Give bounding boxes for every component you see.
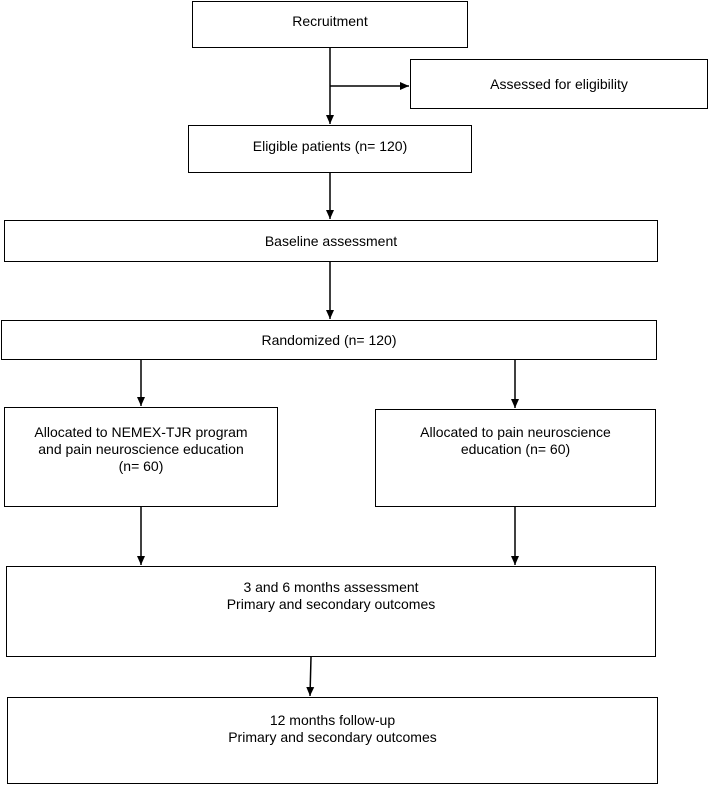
node-eligible-text: Eligible patients (n= 120) [252,137,408,154]
node-followup-line-1: 12 months follow-up [269,712,396,728]
node-baseline-text: Baseline assessment [264,232,398,249]
node-baseline-assessment: Baseline assessment [4,220,658,262]
node-assessment-line-1: 3 and 6 months assessment [243,579,419,595]
node-3-and-6-months-assessment: 3 and 6 months assessment Primary and se… [6,566,656,657]
node-recruitment: Recruitment [192,1,468,48]
node-12-months-follow-up: 12 months follow-up Primary and secondar… [7,697,658,784]
node-allocated-pne-line-1: Allocated to pain neuroscience [420,424,611,440]
node-recruitment-text: Recruitment [292,13,368,29]
edge-assessment-to-followup [306,656,315,697]
node-randomized-text: Randomized (n= 120) [261,331,397,348]
node-assessed-for-eligibility: Assessed for eligibility [410,59,708,109]
node-eligible-patients: Eligible patients (n= 120) [188,125,472,173]
node-allocated-pne: Allocated to pain neuroscience education… [375,409,656,507]
node-allocated-nemex-line-1: Allocated to NEMEX-TJR program [34,424,248,440]
node-allocated-nemex-line-3: (n= 60) [118,458,164,474]
node-assessed-text: Assessed for eligibility [490,75,628,92]
node-randomized: Randomized (n= 120) [1,320,657,360]
node-assessment-line-2: Primary and secondary outcomes [226,596,436,612]
node-allocated-nemex-line-2: and pain neuroscience education [38,441,244,457]
node-followup-line-2: Primary and secondary outcomes [228,729,437,745]
node-allocated-nemex: Allocated to NEMEX-TJR program and pain … [4,407,278,507]
node-allocated-pne-line-2: education (n= 60) [460,441,571,457]
